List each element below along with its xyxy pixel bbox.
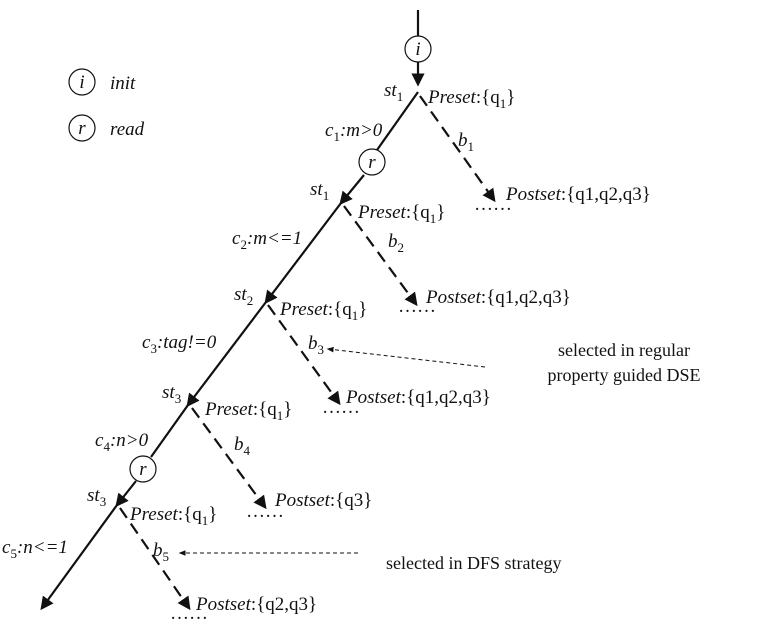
- branch-b3-edge: [267, 304, 341, 406]
- postsets: …… Postset:{q1,q2,q3} …… Postset:{q1,q2,…: [170, 184, 651, 624]
- branch-label-b5: b5: [153, 540, 169, 564]
- state-st1-top: st1 Preset:{q1}: [384, 80, 515, 111]
- state-label: st1: [310, 179, 329, 203]
- read-node: r: [129, 455, 157, 483]
- branch-label-b2: b2: [388, 231, 404, 255]
- annotations: selected in regular property guided DSE …: [178, 340, 701, 573]
- condition-c4: c4:n>0: [95, 430, 149, 454]
- branch-label-b3: b3: [308, 333, 324, 357]
- condition-c2: c2:m<=1: [232, 228, 302, 252]
- state-label: st3: [87, 485, 106, 509]
- condition-c3: c3:tag!=0: [142, 332, 217, 356]
- condition-c1: c1:m>0: [325, 120, 383, 144]
- main-path: [40, 10, 425, 611]
- preset-label: Preset:{q1}: [204, 399, 292, 423]
- ellipsis: ……: [246, 501, 284, 522]
- branch-b2-edge: [343, 205, 418, 307]
- ellipsis: ……: [474, 194, 512, 215]
- conditions: c1:m>0 c2:m<=1 c3:tag!=0 c4:n>0 c5:n<=1: [2, 120, 383, 561]
- legend-read-circle: [68, 114, 96, 142]
- state-st3-first: st3 Preset:{q1}: [162, 382, 292, 423]
- preset-label: Preset:{q1}: [427, 87, 515, 111]
- read-node-symbol: r: [139, 459, 147, 480]
- postset-2: Postset:{q1,q2,q3}: [425, 287, 571, 308]
- condition-c5: c5:n<=1: [2, 537, 68, 561]
- postset-3: Postset:{q1,q2,q3}: [345, 387, 491, 408]
- state-st2: st2 Preset:{q1}: [234, 284, 367, 323]
- postset-5: Postset:{q2,q3}: [195, 594, 317, 615]
- branch-labels: b1 b2 b3 b4 b5: [153, 130, 474, 564]
- state-label: st3: [162, 382, 181, 406]
- legend: i init r read: [68, 68, 145, 142]
- ellipsis: ……: [322, 397, 360, 418]
- preset-label: Preset:{q1}: [357, 202, 445, 226]
- state-st1-second: st1 Preset:{q1}: [310, 179, 445, 226]
- ellipsis: ……: [398, 296, 436, 317]
- branch-label-b1: b1: [458, 130, 474, 154]
- ellipsis: ……: [170, 603, 208, 624]
- init-node: i: [404, 35, 432, 63]
- branches: [119, 95, 496, 611]
- state-label: st2: [234, 284, 253, 308]
- annotation-regular-line2: property guided DSE: [548, 365, 701, 385]
- postset-1: Postset:{q1,q2,q3}: [505, 184, 651, 205]
- init-node-symbol: i: [415, 39, 420, 60]
- annotation-arrow-regular: [326, 346, 486, 368]
- state-label: st1: [384, 80, 403, 104]
- read-node-symbol: r: [368, 152, 376, 173]
- branch-label-b4: b4: [234, 434, 251, 458]
- preset-label: Preset:{q1}: [279, 299, 367, 323]
- legend-init-symbol: i: [79, 72, 84, 93]
- annotation-regular-line1: selected in regular: [558, 340, 690, 360]
- read-node: r: [358, 148, 386, 176]
- branch-b1-edge: [419, 95, 496, 203]
- postset-4: Postset:{q3}: [274, 490, 372, 511]
- legend-read-label: read: [110, 119, 145, 140]
- legend-init-label: init: [110, 73, 136, 94]
- branch-b5-edge: [119, 507, 191, 611]
- state-st3-second: st3 Preset:{q1}: [87, 485, 217, 528]
- preset-label: Preset:{q1}: [129, 504, 217, 528]
- branch-b4-edge: [191, 407, 267, 510]
- legend-read-symbol: r: [78, 118, 86, 139]
- annotation-dfs: selected in DFS strategy: [386, 553, 561, 573]
- legend-init-circle: [68, 68, 96, 96]
